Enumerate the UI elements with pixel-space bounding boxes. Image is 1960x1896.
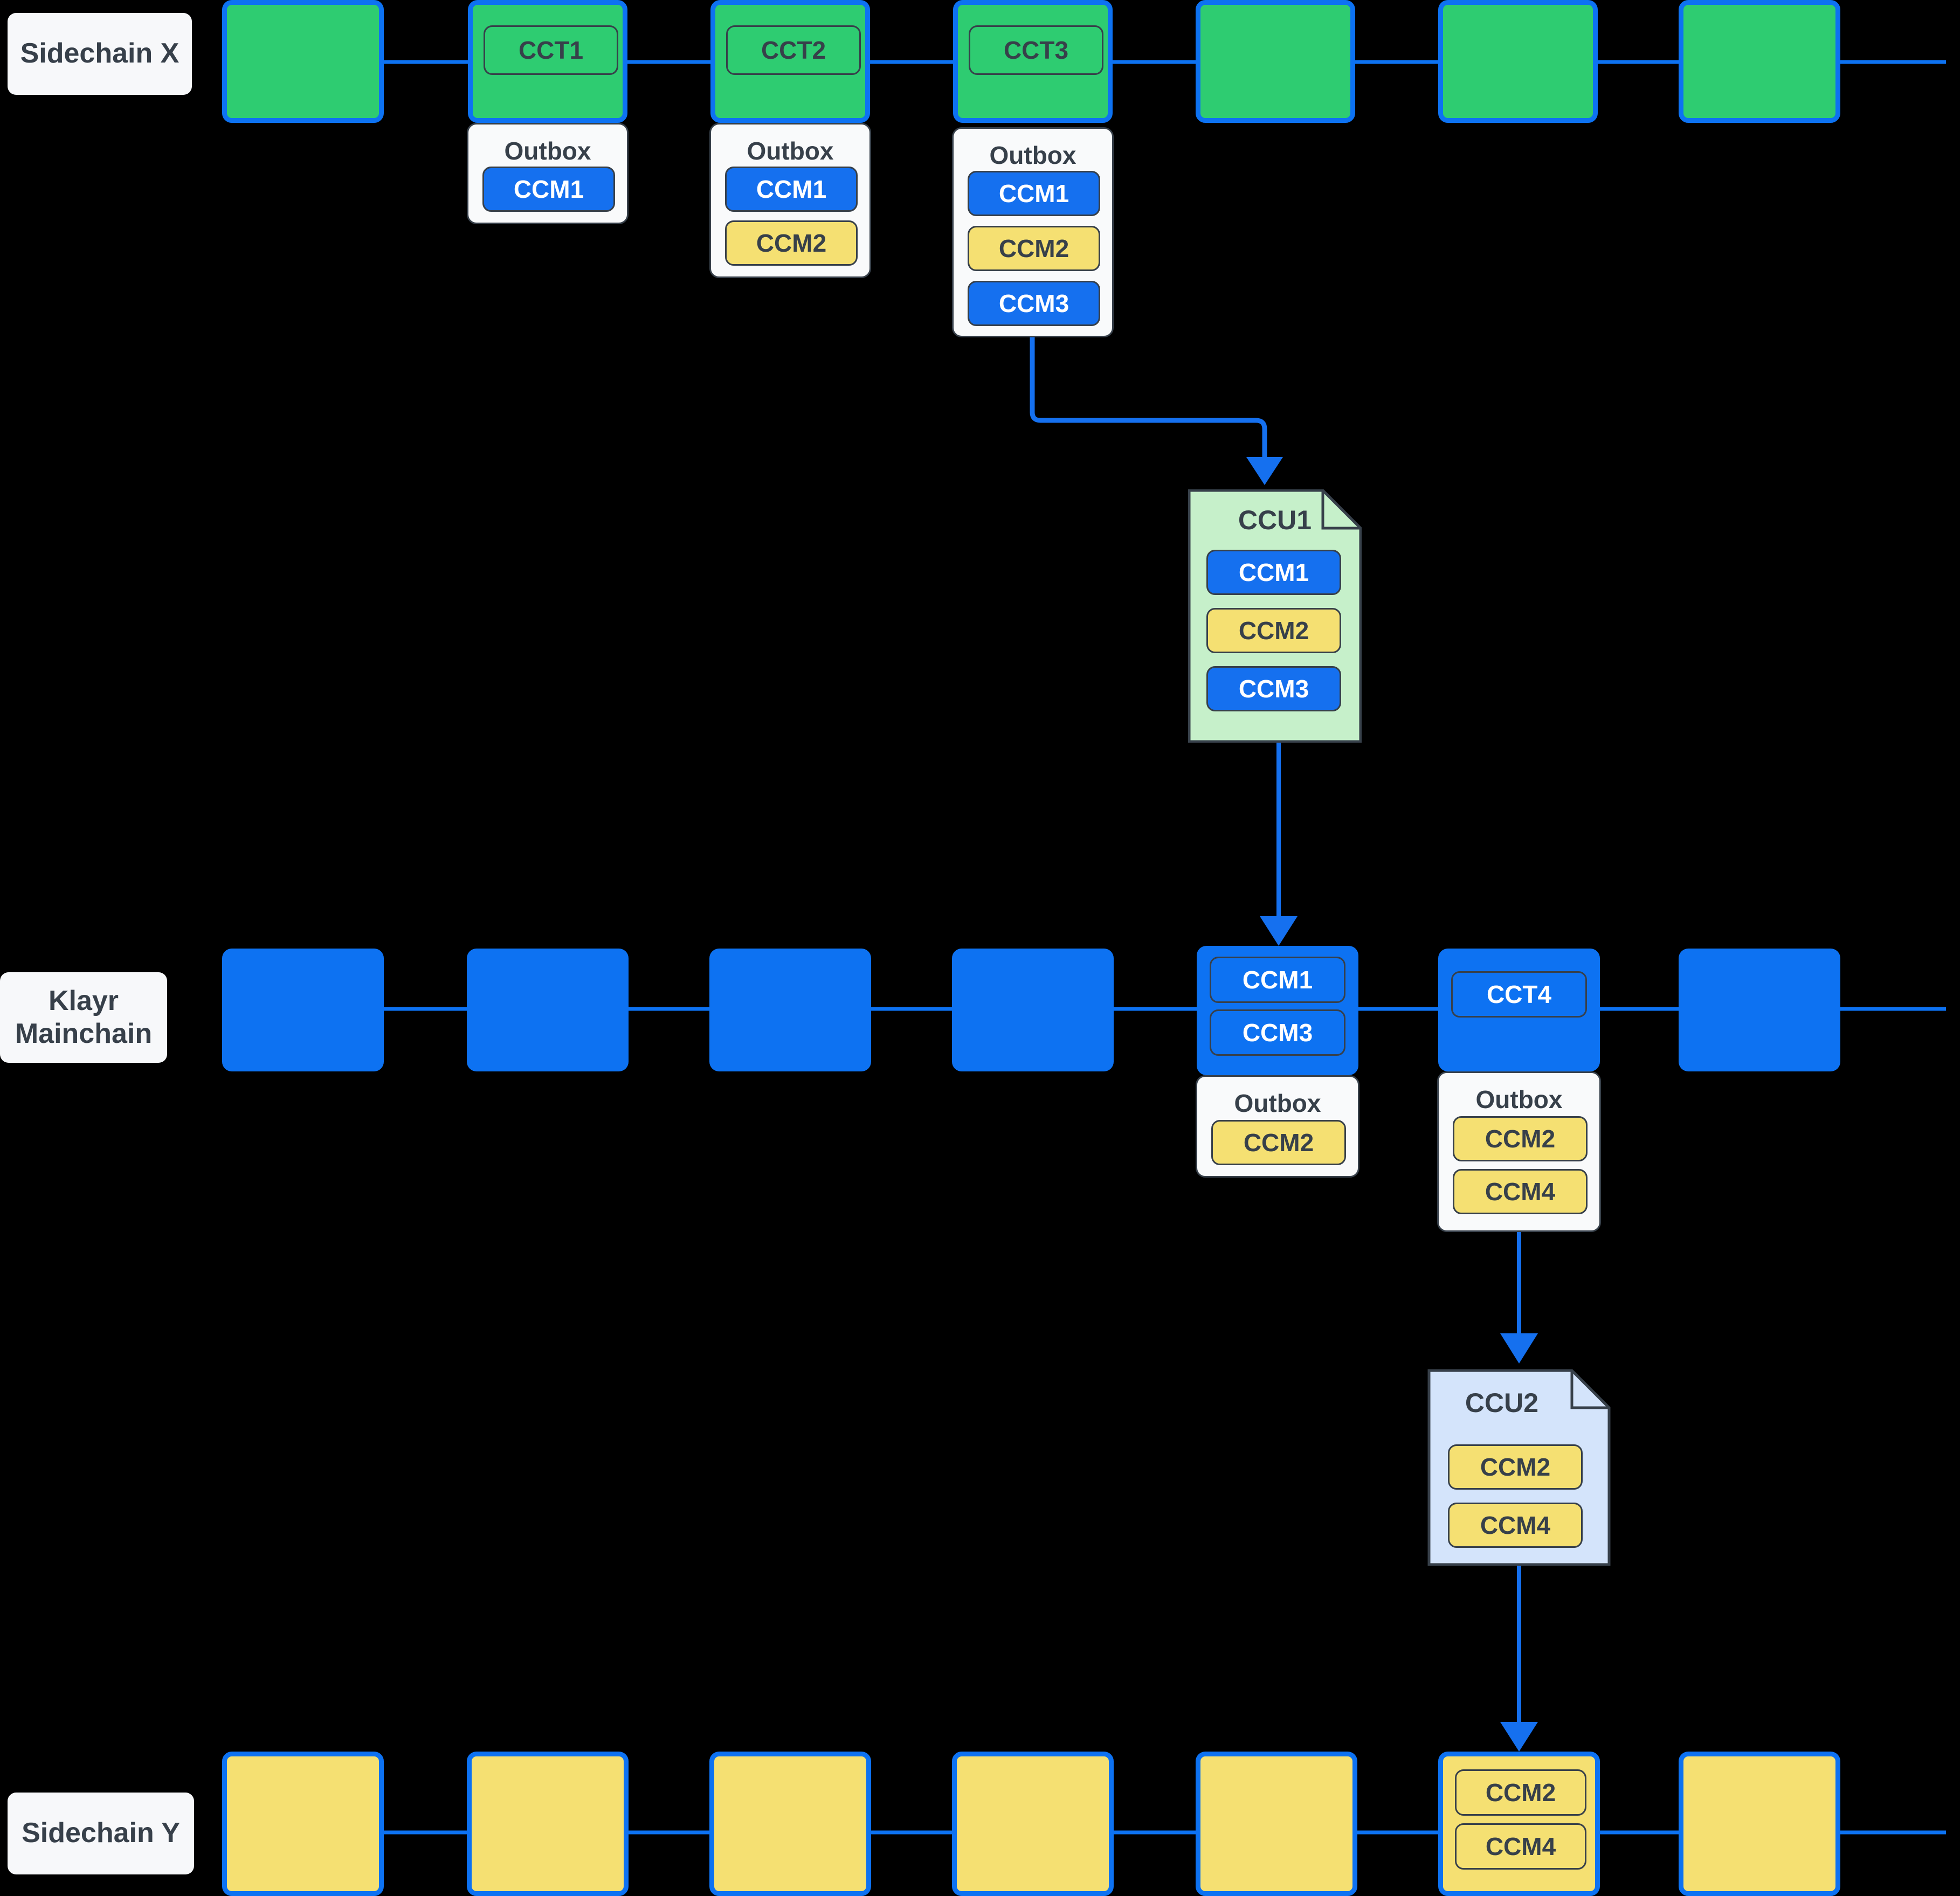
sidechain-x-block-4[interactable]: CCT3 [953,0,1113,123]
tx-label: CCT3 [1003,36,1069,64]
outbox-title: Outbox [1234,1089,1321,1117]
sidechain-x-block-2[interactable]: CCT1 [468,0,627,123]
mainchain-block-5[interactable]: CCM1 CCM3 [1197,946,1358,1075]
tx-label: CCT4 [1486,980,1552,1008]
sidechain-y-block-2[interactable] [467,1752,629,1896]
sidechain-x-block-5[interactable] [1196,0,1355,123]
sidechain-x-block-3-tx-cct2[interactable]: CCT2 [726,25,861,75]
sidechain-y-block-5[interactable] [1196,1752,1357,1896]
ccu2-message-ccm2[interactable]: CCM2 [1448,1444,1583,1490]
outbox-message-ccm2[interactable]: CCM2 [1453,1116,1588,1161]
lane-label-klayr-mainchain: Klayr Mainchain [0,972,167,1063]
ccu1-document[interactable]: CCU1 CCM1 CCM2 CCM3 [1188,489,1362,743]
sidechain-x-block-6[interactable] [1438,0,1598,123]
ccm-label: CCM4 [1480,1511,1551,1539]
outbox-title: Outbox [989,141,1076,169]
sidechain-y-block-4[interactable] [952,1752,1114,1896]
lane-label-mainchain-line1: Klayr [48,985,119,1016]
mainchain-block-5-item-ccm3[interactable]: CCM3 [1210,1009,1345,1056]
ccm-label: CCM2 [1238,617,1309,645]
mainchain-block-3[interactable] [709,949,871,1071]
outbox-message-ccm2[interactable]: CCM2 [1211,1120,1346,1165]
ccu2-message-ccm4[interactable]: CCM4 [1448,1503,1583,1548]
ccu1-message-ccm2[interactable]: CCM2 [1206,608,1341,653]
arrow-cct3-outbox-to-ccu1 [1030,337,1267,474]
sidechain-x-block-3[interactable]: CCT2 [710,0,870,123]
ccm-label: CCM2 [1485,1779,1556,1807]
mainchain-block-5-outbox: Outbox CCM2 [1196,1075,1359,1178]
ccu1-message-ccm1[interactable]: CCM1 [1206,550,1341,595]
sidechain-x-block-2-tx-cct1[interactable]: CCT1 [484,25,618,75]
ccm-label: CCM4 [1485,1178,1556,1206]
ccu1-message-ccm3[interactable]: CCM3 [1206,666,1341,711]
outbox-title: Outbox [747,137,834,165]
lane-label-mainchain-line2: Mainchain [15,1018,153,1049]
mainchain-block-4[interactable] [952,949,1114,1071]
outbox-title: Outbox [504,137,591,165]
lane-label-sidechain-y: Sidechain Y [8,1793,194,1874]
tx-label: CCT2 [761,36,826,64]
outbox-message-ccm2[interactable]: CCM2 [968,226,1100,271]
ccm-label: CCM3 [998,289,1069,317]
outbox-message-ccm1[interactable]: CCM1 [968,171,1100,216]
sidechain-y-block-6[interactable]: CCM2 CCM4 [1438,1752,1600,1896]
ccm-label: CCM1 [1238,558,1309,586]
ccm-label: CCM1 [998,179,1069,207]
outbox-message-ccm3[interactable]: CCM3 [968,281,1100,326]
sidechain-x-block-4-outbox: Outbox CCM1 CCM2 CCM3 [952,127,1114,337]
ccm-label: CCM3 [1242,1019,1313,1047]
arrowhead-ccu2 [1500,1333,1538,1364]
ccm-label: CCM1 [513,175,584,203]
ccm-label: CCM4 [1485,1832,1556,1860]
sidechain-y-block-6-item-ccm2[interactable]: CCM2 [1455,1769,1586,1816]
outbox-message-ccm4[interactable]: CCM4 [1453,1169,1588,1214]
sidechain-y-block-7[interactable] [1679,1752,1840,1896]
mainchain-block-2[interactable] [467,949,629,1071]
arrowhead-ccu1 [1246,457,1283,485]
mainchain-block-6-outbox: Outbox CCM2 CCM4 [1437,1071,1601,1232]
ccm-label: CCM3 [1238,675,1309,703]
sidechain-x-block-4-tx-cct3[interactable]: CCT3 [969,25,1103,75]
outbox-title: Outbox [1475,1085,1563,1113]
outbox-message-ccm1[interactable]: CCM1 [482,167,615,212]
ccm-label: CCM1 [756,175,827,203]
ccu2-document[interactable]: CCU2 CCM2 CCM4 [1427,1369,1611,1566]
lane-label-sidechain-y-text: Sidechain Y [22,1817,180,1849]
sidechain-y-block-3[interactable] [709,1752,871,1896]
mainchain-block-6-item-cct4[interactable]: CCT4 [1451,971,1587,1018]
ccm-label: CCM2 [1243,1129,1314,1157]
outbox-message-ccm2[interactable]: CCM2 [725,220,858,266]
mainchain-block-7[interactable] [1679,949,1840,1071]
sidechain-x-block-1[interactable] [222,0,384,123]
arrowhead-sidechain-y-block6 [1500,1722,1538,1752]
outbox-message-ccm1[interactable]: CCM1 [725,167,858,212]
ccm-label: CCM2 [756,229,827,257]
sidechain-x-block-3-outbox: Outbox CCM1 CCM2 [709,123,871,278]
mainchain-block-1[interactable] [222,949,384,1071]
lane-label-sidechain-x: Sidechain X [8,13,192,95]
ccu2-title: CCU2 [1465,1388,1539,1418]
lane-label-sidechain-x-text: Sidechain X [20,38,180,70]
sidechain-y-block-6-item-ccm4[interactable]: CCM4 [1455,1823,1586,1870]
mainchain-block-6[interactable]: CCT4 [1438,949,1600,1071]
sidechain-x-block-2-outbox: Outbox CCM1 [467,123,629,224]
tx-label: CCT1 [518,36,584,64]
ccm-label: CCM2 [1485,1125,1556,1153]
ccm-label: CCM2 [1480,1453,1551,1481]
ccu1-title: CCU1 [1238,505,1312,535]
sidechain-x-block-7[interactable] [1679,0,1840,123]
mainchain-block-5-item-ccm1[interactable]: CCM1 [1210,957,1345,1003]
arrowhead-mainchain-block5 [1260,916,1298,946]
ccm-label: CCM1 [1242,966,1313,994]
ccm-label: CCM2 [998,234,1069,262]
sidechain-y-block-1[interactable] [222,1752,384,1896]
